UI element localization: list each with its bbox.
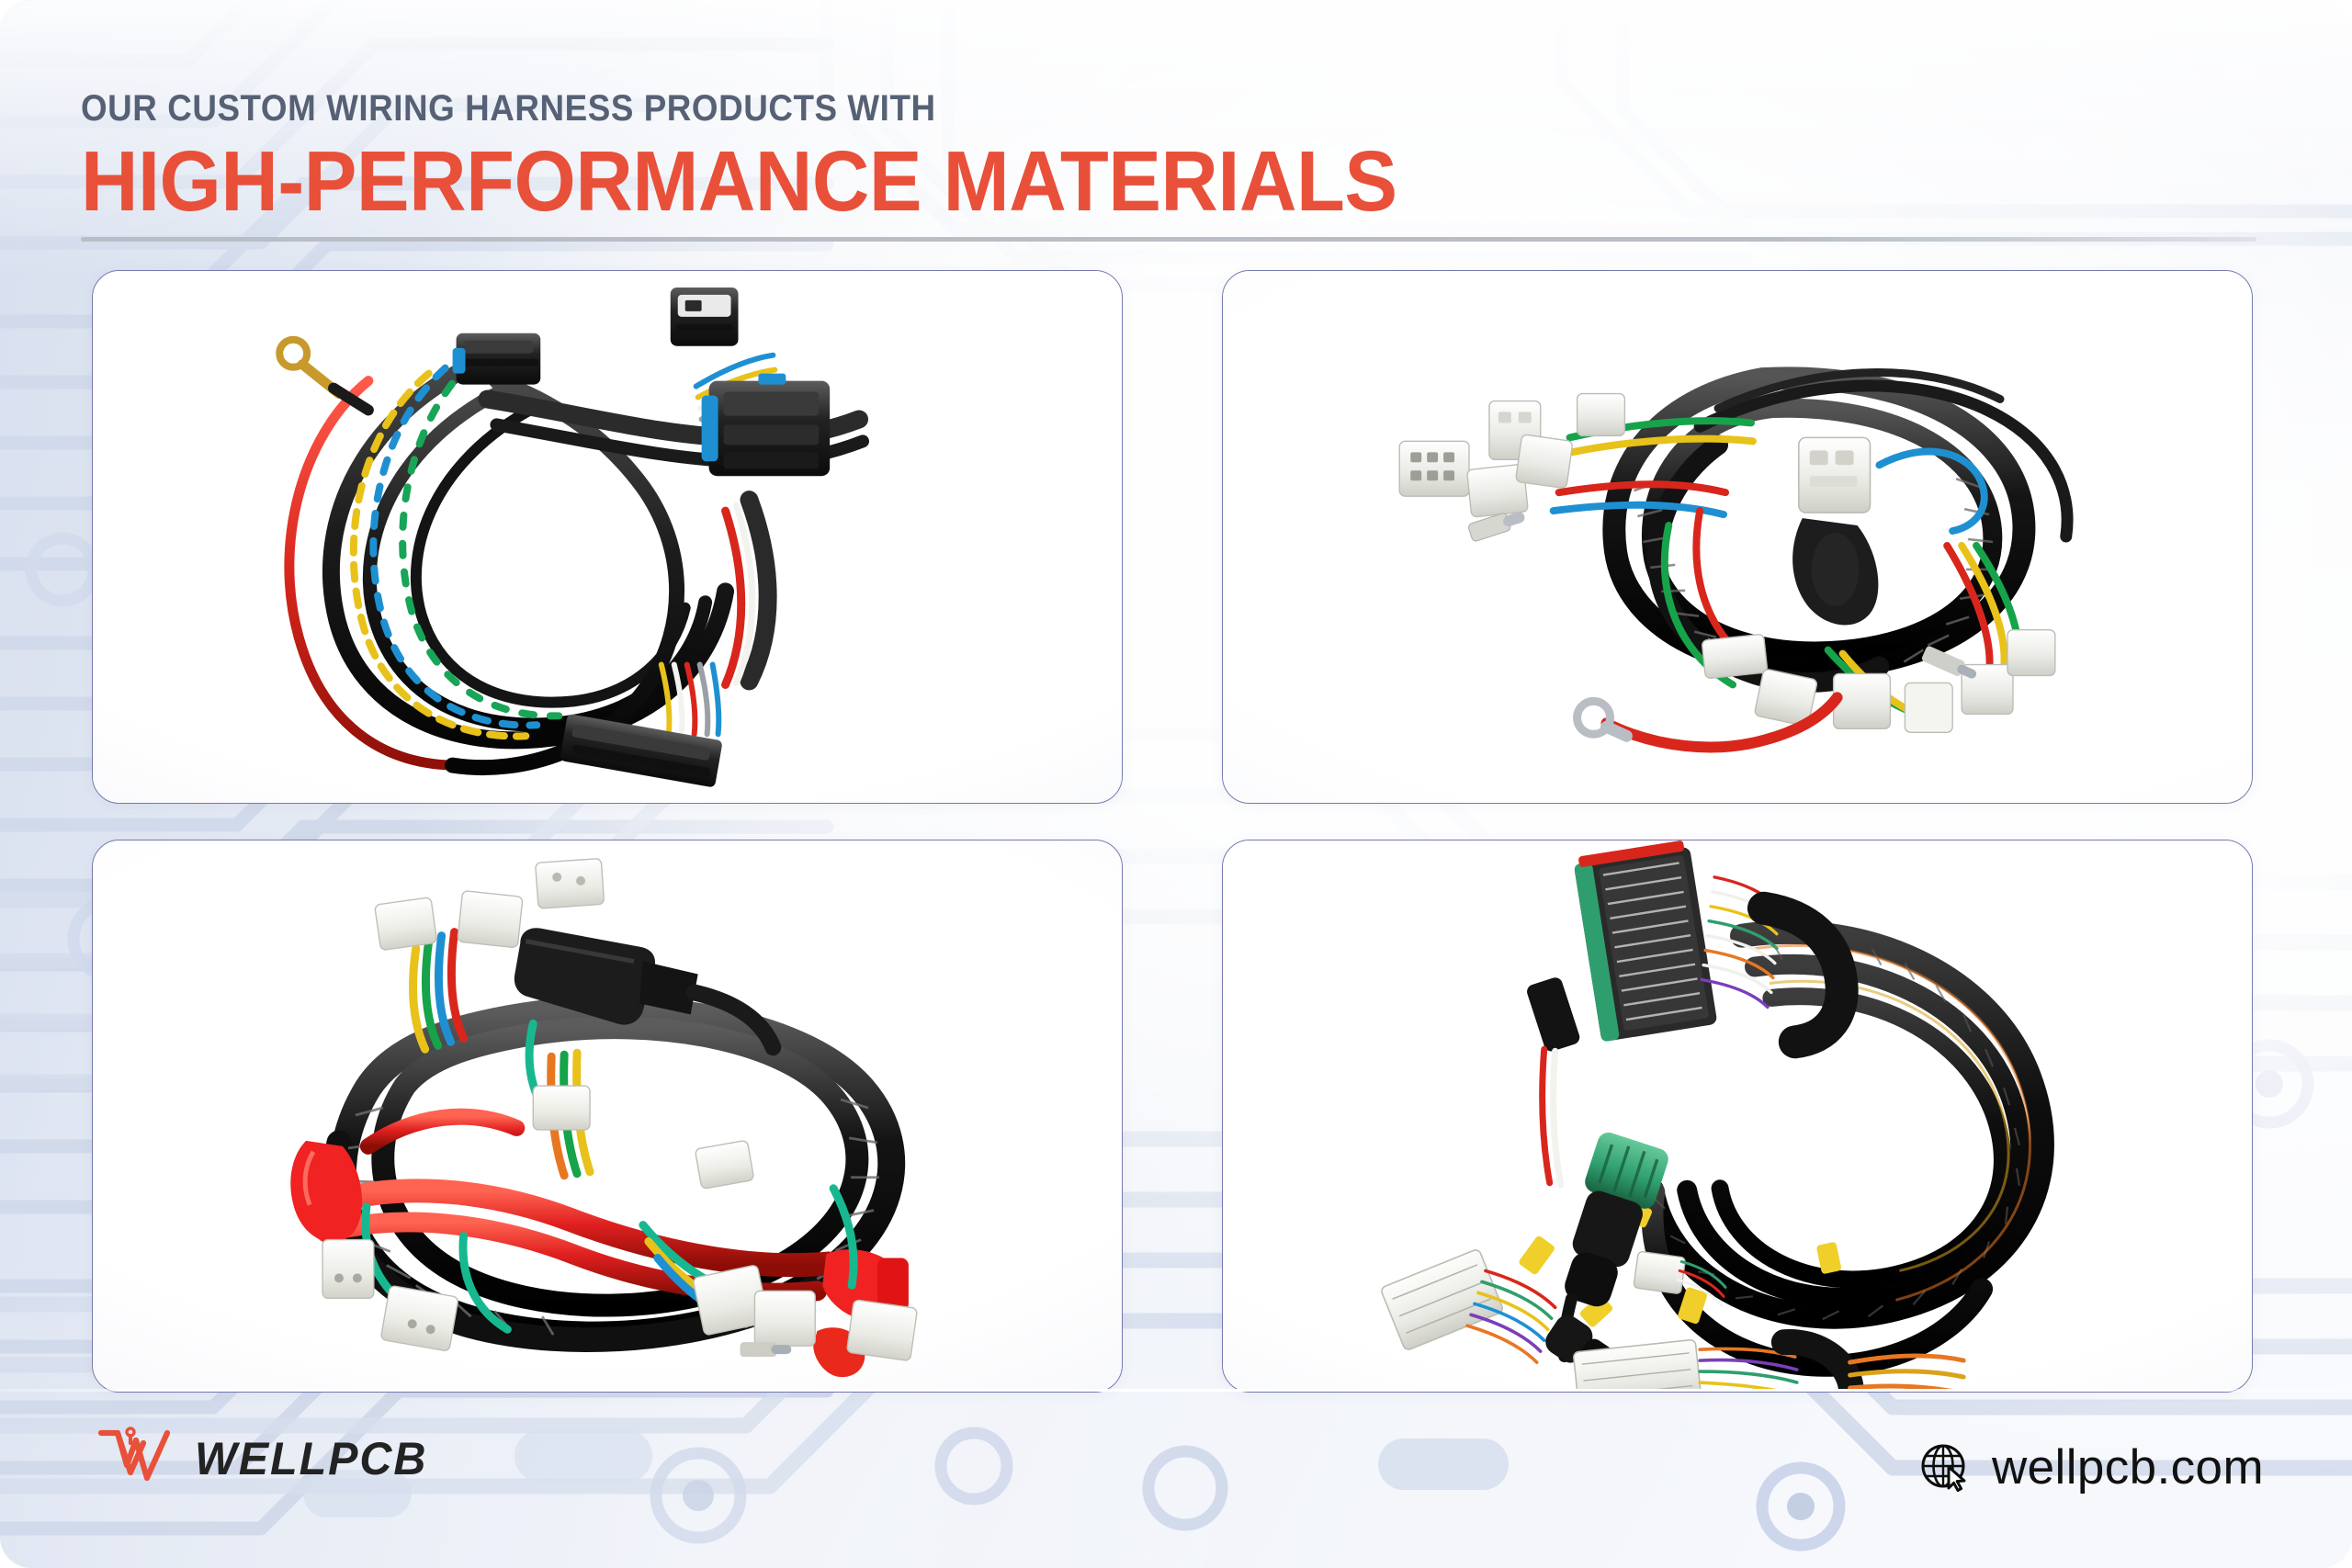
website-lockup[interactable]: wellpcb.com — [1918, 1439, 2264, 1495]
connector-white-multipin-left — [1381, 1249, 1557, 1364]
product-photo-2 — [1223, 271, 2252, 803]
eyebrow-text: OUR CUSTOM WIRING HARNESS PRODUCTS WITH — [81, 88, 936, 129]
red-boot-terminal-left — [290, 1140, 363, 1243]
brand-name: WELLPCB — [195, 1433, 428, 1484]
connector-black-left — [452, 333, 541, 385]
brand-lockup[interactable]: WELLPCB — [96, 1425, 435, 1493]
header-block: OUR CUSTOM WIRING HARNESS PRODUCTS WITH … — [81, 88, 2267, 224]
connector-white-ribbon-bottom — [1573, 1329, 1966, 1392]
connector-ribbon-top — [1574, 840, 1859, 1059]
relay-box — [514, 928, 698, 1025]
connector-white-cluster-3 — [322, 858, 918, 1361]
wellpcb-w-logo-icon — [97, 1427, 171, 1482]
connector-top-right — [670, 287, 739, 346]
wiring-harness-illustration-2 — [1398, 367, 2074, 753]
connector-bottom-fan — [560, 661, 722, 787]
connector-white-cluster-bottom — [1702, 628, 2056, 733]
footer: WELLPCB wellpcb.com — [0, 1392, 2352, 1568]
page-title: HIGH-PERFORMANCE MATERIALS — [81, 133, 1397, 229]
connector-white-center — [1797, 436, 1871, 513]
wiring-harness-illustration-3 — [290, 858, 918, 1378]
product-photo-4 — [1223, 840, 2252, 1392]
product-card-1[interactable] — [92, 270, 1123, 804]
header-divider-rule — [81, 237, 2256, 242]
background-top-glow — [0, 0, 2352, 276]
product-gallery-grid — [92, 270, 2253, 1393]
connector-white-cluster-left — [1398, 392, 1626, 542]
product-photo-1 — [93, 271, 1122, 803]
product-card-4[interactable] — [1222, 840, 2253, 1393]
product-card-2[interactable] — [1222, 270, 2253, 804]
connector-white-small-mid — [1633, 1251, 1727, 1307]
bullet-terminal — [740, 1342, 792, 1358]
ring-terminal-icon-2 — [1573, 696, 1633, 742]
globe-cursor-icon — [1921, 1444, 1966, 1492]
product-card-3[interactable] — [92, 840, 1123, 1393]
wiring-harness-illustration-4 — [1381, 840, 2054, 1392]
footer-divider — [0, 1389, 2352, 1392]
ring-terminal-icon — [276, 335, 374, 416]
website-url: wellpcb.com — [1991, 1440, 2264, 1495]
wiring-harness-illustration-1 — [276, 287, 870, 787]
connector-black-blue-latch — [701, 373, 831, 477]
product-photo-3 — [93, 840, 1122, 1392]
connector-small-black — [1527, 977, 1580, 1189]
